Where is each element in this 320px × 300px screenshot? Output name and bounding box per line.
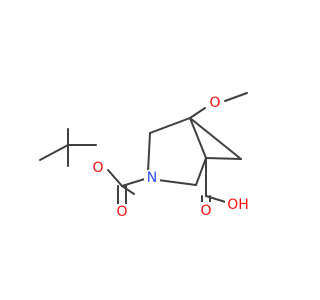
molecule-diagram: O N O O O OH xyxy=(39,92,251,220)
carbamate-ester-oxygen-label: O xyxy=(92,160,103,176)
bond-bridgehead-lower-to-cp xyxy=(205,157,242,160)
ring-nitrogen-label: N xyxy=(147,170,157,186)
ring-nitrogen-mask xyxy=(144,170,160,186)
bond-n-to-ch2-lower xyxy=(157,179,197,186)
bond-ester-o-to-carbamate-c xyxy=(107,169,123,187)
bond-bridgehead-upper-to-lower xyxy=(189,117,207,159)
acid-hydroxyl-mask xyxy=(225,196,251,214)
methoxy-oxygen-label: O xyxy=(209,95,220,111)
bond-carbamate-c-to-n xyxy=(121,177,149,187)
carbamate-carbonyl-oxygen-label: O xyxy=(116,204,127,220)
acid-carbonyl-oxygen-mask xyxy=(198,202,214,218)
acid-hydroxyl-label: OH xyxy=(227,197,249,213)
structure-canvas: O N O O O OH xyxy=(39,92,251,220)
bond-oxygen-to-carbamate xyxy=(121,185,135,195)
bond-methoxy-o-to-methyl xyxy=(224,92,248,102)
bond-ch2-upper-to-bridgehead xyxy=(149,117,191,134)
acid-carbonyl-oxygen-label: O xyxy=(200,203,211,219)
bond-bridgehead-upper-to-methoxy xyxy=(189,107,206,119)
carbamate-carbonyl-oxygen-mask xyxy=(114,204,130,220)
bond-n-to-ch2-upper xyxy=(147,132,151,173)
methoxy-oxygen-mask xyxy=(207,95,223,111)
bond-bridgehead-upper-to-cp xyxy=(189,117,242,160)
carbamate-ester-oxygen-mask xyxy=(90,160,106,176)
bond-tbu-methyl-left xyxy=(39,144,69,161)
bond-ch2-lower-to-bridgehead xyxy=(195,157,207,186)
